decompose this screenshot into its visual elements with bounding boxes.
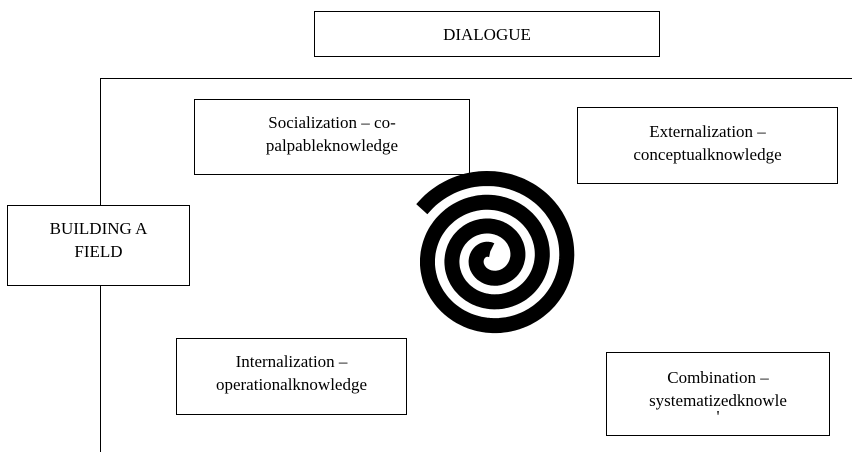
internalization-line-1: Internalization – [235, 352, 348, 371]
horizontal-axis-line [100, 78, 852, 80]
spiral-path [416, 171, 575, 334]
combination-line-1: Combination – [667, 368, 769, 387]
combination-box: Combination – systematizedknowle ' [606, 352, 830, 436]
combination-line-3: ' [716, 407, 720, 426]
internalization-box: Internalization – operationalknowledge [176, 338, 407, 415]
dialogue-label: DIALOGUE [443, 25, 531, 44]
building-a-field-box: BUILDING A FIELD [7, 205, 190, 286]
externalization-line-2: conceptualknowledge [633, 145, 782, 164]
socialization-line-2: palpableknowledge [265, 136, 399, 155]
externalization-line-1: Externalization – [649, 122, 766, 141]
building-a-field-line-2: FIELD [74, 242, 123, 261]
building-a-field-line-1: BUILDING A [49, 219, 148, 238]
externalization-box: Externalization – conceptualknowledge [577, 107, 838, 184]
socialization-line-1: Socialization – co- [268, 113, 396, 132]
combination-line-2: systematizedknowle [649, 391, 787, 410]
socialization-box: Socialization – co- palpableknowledge [194, 99, 470, 175]
dialogue-box: DIALOGUE [314, 11, 660, 57]
internalization-line-2: operationalknowledge [215, 375, 368, 394]
